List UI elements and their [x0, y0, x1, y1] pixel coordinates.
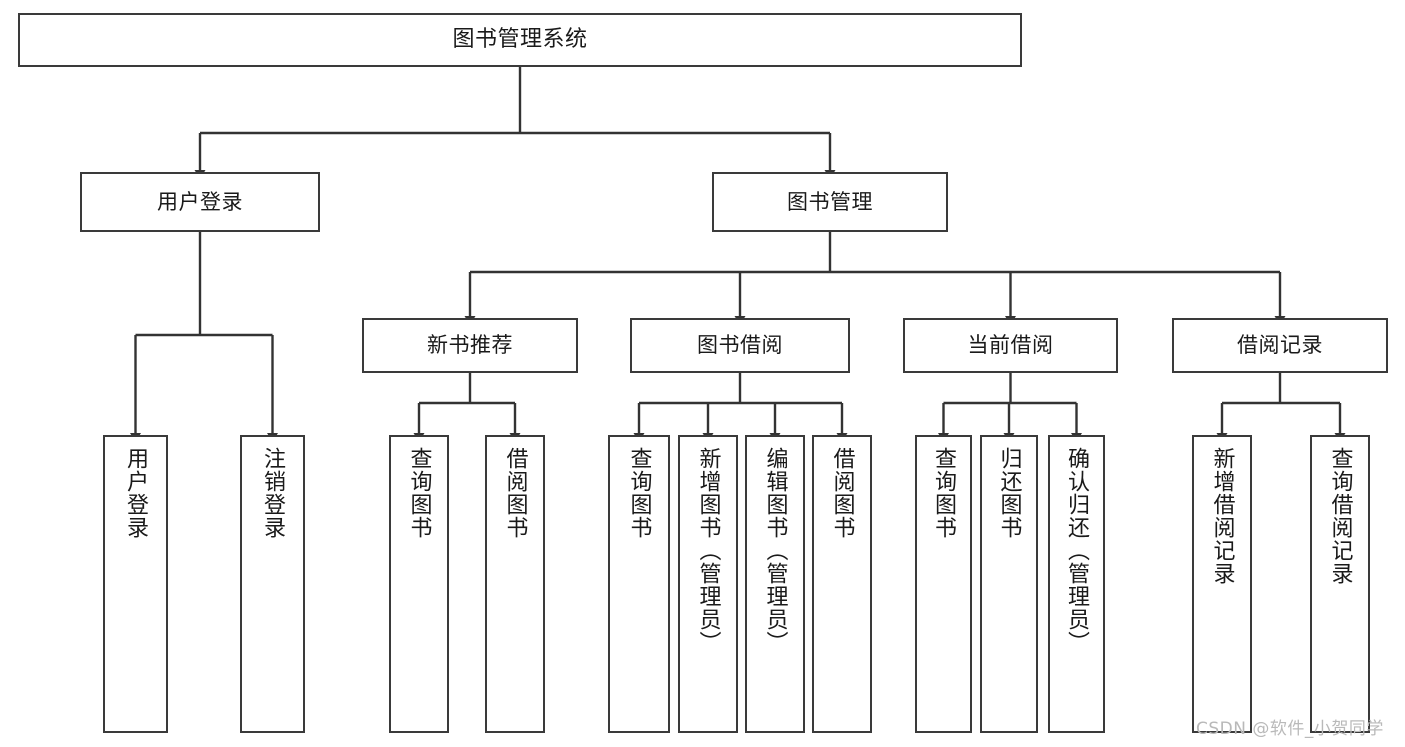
node-label: 查询图书 [931, 447, 957, 539]
node-leaf-borrow-edit[interactable]: 编辑图书（管理员） [745, 435, 805, 733]
node-leaf-rec-borrow[interactable]: 借阅图书 [485, 435, 545, 733]
node-borrow-record[interactable]: 借阅记录 [1172, 318, 1388, 373]
node-leaf-cur-confirm[interactable]: 确认归还（管理员） [1048, 435, 1105, 733]
node-label: 用户登录 [123, 447, 149, 539]
node-leaf-cur-return[interactable]: 归还图书 [980, 435, 1038, 733]
node-label: 确认归还（管理员） [1064, 447, 1090, 654]
node-label: 新书推荐 [427, 333, 513, 358]
node-leaf-user-login[interactable]: 用户登录 [103, 435, 168, 733]
node-root[interactable]: 图书管理系统 [18, 13, 1022, 67]
node-label: 注销登录 [260, 447, 286, 539]
node-label: 查询借阅记录 [1327, 447, 1353, 585]
node-label: 图书管理系统 [452, 27, 588, 53]
node-user-login[interactable]: 用户登录 [80, 172, 320, 232]
csdn-watermark: CSDN @软件_小贺同学 [1196, 719, 1384, 739]
node-leaf-rec-add[interactable]: 新增借阅记录 [1192, 435, 1252, 733]
edge-group [130, 67, 1346, 442]
node-label: 新增借阅记录 [1209, 447, 1235, 585]
node-leaf-borrow-query[interactable]: 查询图书 [608, 435, 670, 733]
node-label: 借阅图书 [829, 447, 855, 539]
node-label: 借阅图书 [502, 447, 528, 539]
node-leaf-user-logout[interactable]: 注销登录 [240, 435, 305, 733]
node-current-borrow[interactable]: 当前借阅 [903, 318, 1118, 373]
node-label: 查询图书 [406, 447, 432, 539]
node-leaf-rec-search[interactable]: 查询借阅记录 [1310, 435, 1370, 733]
node-label: 归还图书 [996, 447, 1022, 539]
node-label: 图书借阅 [697, 333, 783, 358]
node-leaf-borrow-add[interactable]: 新增图书（管理员） [678, 435, 738, 733]
node-new-book-rec[interactable]: 新书推荐 [362, 318, 578, 373]
node-label: 借阅记录 [1237, 333, 1323, 358]
node-label: 图书管理 [787, 189, 873, 214]
node-label: 查询图书 [626, 447, 652, 539]
node-book-manage[interactable]: 图书管理 [712, 172, 948, 232]
node-label: 编辑图书（管理员） [762, 447, 788, 654]
node-book-borrow[interactable]: 图书借阅 [630, 318, 850, 373]
node-label: 新增图书（管理员） [695, 447, 721, 654]
node-leaf-cur-query[interactable]: 查询图书 [915, 435, 972, 733]
node-label: 当前借阅 [967, 333, 1054, 358]
node-leaf-rec-query[interactable]: 查询图书 [389, 435, 449, 733]
node-label: 用户登录 [157, 189, 243, 214]
node-leaf-borrow-lend[interactable]: 借阅图书 [812, 435, 872, 733]
